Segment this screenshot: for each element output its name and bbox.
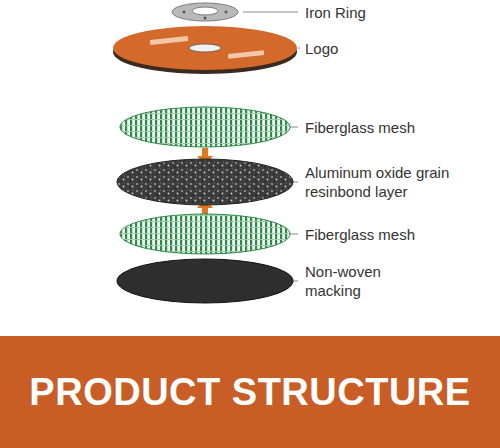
part-label: Fiberglass mesh — [305, 118, 485, 137]
iron-ring — [172, 3, 238, 21]
part-label: Non-woven macking — [305, 262, 405, 300]
aluminum-oxide-layer — [117, 159, 293, 205]
band-title: PRODUCT STRUCTURE — [29, 371, 470, 414]
fiberglass-mesh-top — [120, 107, 290, 147]
part-label: Iron Ring — [305, 3, 485, 22]
non-woven-backing — [117, 259, 293, 303]
part-label: Aluminum oxide grain resinbond layer — [305, 163, 470, 201]
title-band: PRODUCT STRUCTURE — [0, 336, 500, 448]
part-label: Fiberglass mesh — [305, 225, 485, 244]
logo-disc — [113, 26, 297, 74]
fiberglass-mesh-bottom — [120, 214, 290, 254]
part-label: Logo — [305, 39, 485, 58]
